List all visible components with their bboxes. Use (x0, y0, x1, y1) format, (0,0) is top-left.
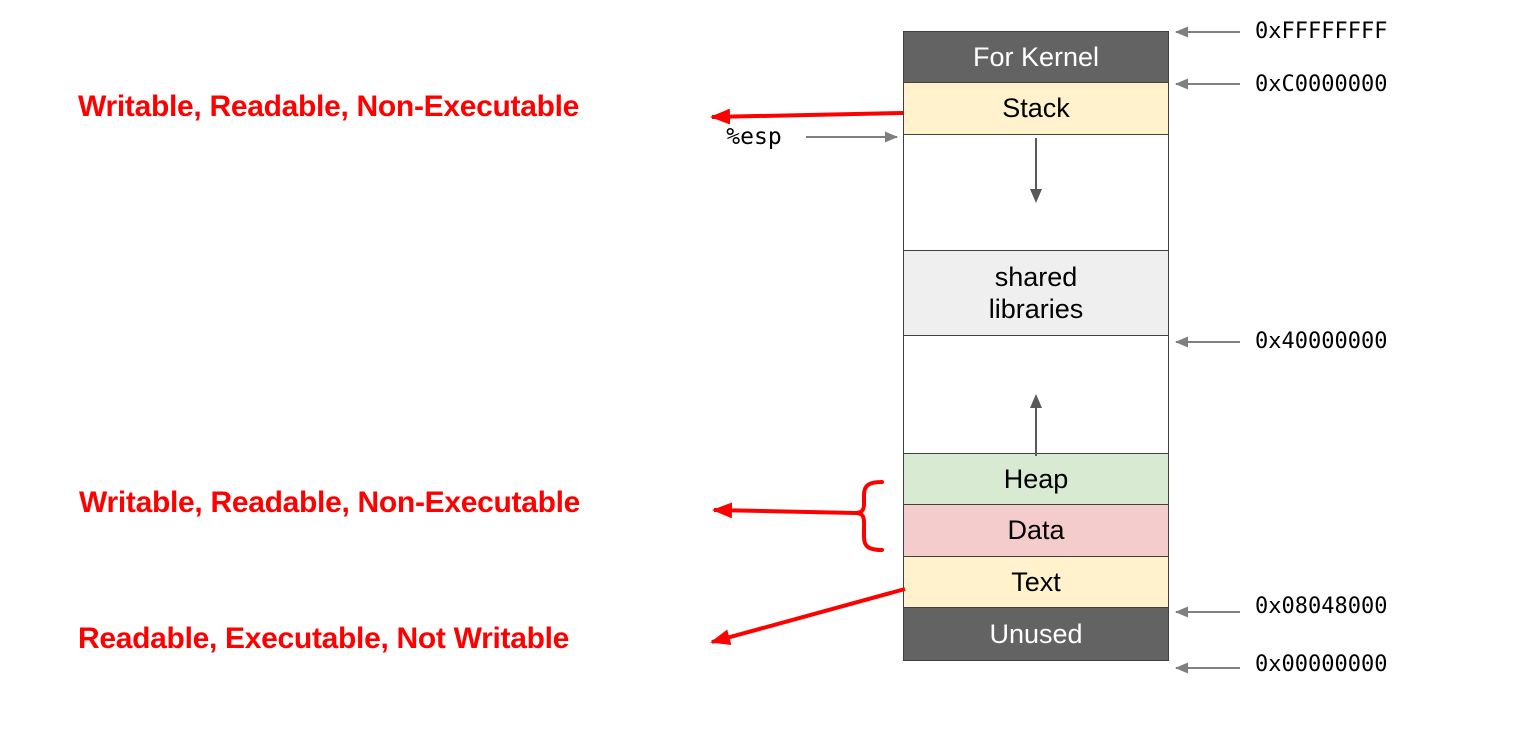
annotation-text-permissions: Readable, Executable, Not Writable (78, 622, 570, 655)
segment-heap: Heap (904, 454, 1168, 505)
address-shared-lib-base: 0x40000000 (1255, 329, 1388, 354)
address-top-of-memory: 0xFFFFFFFF (1255, 19, 1388, 44)
stack-permissions-arrow (710, 108, 904, 125)
text-permissions-arrow (710, 587, 906, 645)
segment-text: Text (904, 557, 1168, 608)
segment-unused: Unused (904, 608, 1168, 660)
address-kernel-boundary: 0xC0000000 (1255, 72, 1388, 97)
segment-data: Data (904, 505, 1168, 557)
segment-shared-libraries: shared libraries (904, 251, 1168, 336)
annotation-stack-permissions: Writable, Readable, Non-Executable (78, 90, 580, 123)
segment-label-for-kernel: For Kernel (972, 41, 1100, 72)
segment-label-data: Data (1007, 515, 1065, 546)
segment-label-text: Text (1011, 566, 1061, 597)
segment-label-heap: Heap (1003, 463, 1069, 494)
heap-data-permissions-arrow (712, 502, 856, 519)
segment-stack: Stack (904, 83, 1168, 135)
segment-for-kernel: For Kernel (904, 32, 1168, 83)
segment-label-stack: Stack (1002, 93, 1070, 124)
segment-label-unused: Unused (989, 618, 1083, 649)
segment-gap-stack-growth (904, 135, 1168, 251)
memory-map-column: For Kernel Stack shared libraries Heap D… (903, 31, 1169, 661)
annotation-heap-data-permissions: Writable, Readable, Non-Executable (79, 486, 581, 519)
segment-gap-heap-growth (904, 336, 1168, 454)
address-zero: 0x00000000 (1255, 652, 1388, 677)
heap-data-brace (854, 480, 884, 552)
segment-label-shared-libraries: shared libraries (988, 261, 1084, 324)
address-text-base: 0x08048000 (1255, 594, 1388, 619)
esp-register-label: %esp (726, 124, 782, 150)
